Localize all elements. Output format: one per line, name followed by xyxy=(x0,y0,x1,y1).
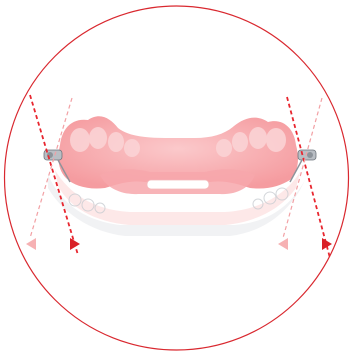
right-adjust-arrow-icon xyxy=(278,238,332,250)
right-guide-dashed-line xyxy=(287,97,330,258)
tongue-opening xyxy=(147,180,209,189)
left-adjust-arrow-icon xyxy=(26,238,80,250)
